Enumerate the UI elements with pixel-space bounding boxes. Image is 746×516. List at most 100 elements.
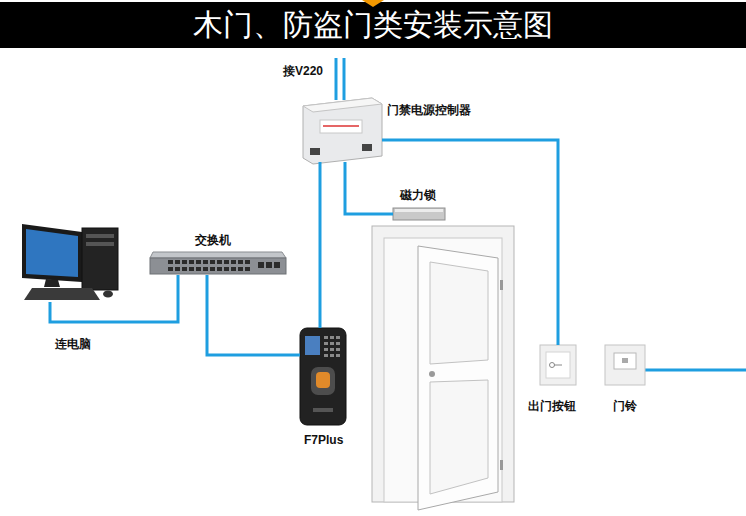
switch-figure — [189, 267, 194, 271]
door-figure — [430, 262, 488, 364]
computer-figure — [22, 224, 82, 282]
exit-button-figure — [540, 345, 576, 385]
fingerprint-terminal-figure — [336, 354, 340, 357]
device-label: 门禁电源控制器 — [387, 103, 471, 117]
computer-figure — [22, 224, 118, 300]
power-wires — [336, 58, 344, 100]
power-controller-figure — [320, 120, 362, 133]
switch-figure — [210, 267, 215, 271]
switch-figure — [196, 267, 201, 271]
fingerprint-terminal-figure — [330, 354, 334, 357]
switch-figure — [182, 267, 187, 271]
door-bell: 门铃 — [605, 345, 645, 385]
bell-wire — [645, 369, 746, 372]
blue-wire — [207, 275, 300, 355]
network-switch: 交换机 — [150, 254, 286, 275]
switch-figure — [258, 262, 264, 268]
blue-wire — [382, 140, 558, 345]
computer-figure — [26, 229, 78, 277]
power-controller-figure — [303, 98, 382, 164]
switch-figure — [245, 267, 250, 271]
magnetic-lock-figure — [395, 209, 443, 212]
fingerprint-terminal-figure — [336, 348, 340, 351]
door-bell-figure — [622, 358, 628, 363]
fingerprint-terminal-figure — [300, 328, 346, 425]
magnetic-lock-figure — [393, 208, 445, 220]
power-wires — [335, 58, 338, 100]
switch-figure — [150, 252, 286, 274]
power-wires — [343, 58, 346, 100]
power-controller-figure — [303, 98, 382, 164]
computer-figure — [86, 234, 114, 238]
fingerprint-terminal-figure — [330, 342, 334, 345]
switch-figure — [231, 267, 236, 271]
fingerprint-terminal-figure — [336, 336, 340, 339]
switch-figure — [231, 260, 236, 264]
power-controller-figure — [362, 144, 372, 151]
switch-figure — [203, 260, 208, 264]
device-label: F7Plus — [304, 433, 343, 447]
power-controller-figure — [310, 148, 320, 155]
switch-figure — [203, 267, 208, 271]
bell-wire — [645, 370, 746, 371]
switch-figure — [182, 260, 187, 264]
device-label: 磁力锁 — [400, 188, 436, 202]
power-controller-figure — [303, 98, 382, 112]
fingerprint-terminal-figure — [324, 348, 328, 351]
switch-figure — [150, 258, 286, 274]
switch-figure — [245, 260, 250, 264]
door-bell-figure — [614, 353, 636, 369]
door-figure — [372, 226, 514, 510]
switch-figure — [224, 267, 229, 271]
switch-figure — [168, 260, 280, 271]
computer: 连电脑 — [18, 220, 120, 302]
fingerprint-terminal-figure — [324, 342, 328, 345]
switch-figure — [217, 260, 222, 264]
fingerprint-terminal-figure — [324, 354, 328, 357]
power-label: 接V220 — [283, 64, 323, 78]
fingerprint-terminal-figure — [324, 336, 340, 357]
fingerprint-terminal-figure — [305, 336, 320, 355]
computer-figure — [44, 279, 60, 287]
fingerprint-terminal-figure — [300, 328, 346, 425]
power-controller-figure — [323, 125, 359, 127]
switch-figure — [217, 267, 222, 271]
fingerprint-terminal-figure — [316, 372, 330, 388]
exit-button-figure — [550, 363, 555, 368]
switch-figure — [238, 260, 243, 264]
door-figure — [500, 280, 503, 290]
blue-wire — [345, 162, 393, 214]
switch-figure — [210, 260, 215, 264]
switch-figure — [168, 260, 173, 264]
fingerprint-terminal-figure — [330, 348, 334, 351]
exit-button-figure — [540, 345, 576, 385]
diagram-title: 木门、防盗门类安装示意图 — [0, 2, 746, 48]
exit-button: 出门按钮 — [540, 345, 576, 385]
switch-figure — [238, 267, 243, 271]
door-figure — [430, 380, 488, 494]
device-label: 连电脑 — [55, 337, 91, 351]
computer-figure — [103, 291, 113, 298]
fingerprint-terminal-figure — [313, 408, 333, 412]
magnetic-lock: 磁力锁 — [393, 208, 445, 220]
title-bar — [0, 0, 746, 48]
exit-button-figure — [546, 352, 570, 378]
switch-figure — [175, 267, 180, 271]
device-label: 门铃 — [613, 399, 637, 413]
door-figure — [429, 371, 435, 377]
switch-figure — [196, 260, 201, 264]
door-bell-figure — [605, 345, 645, 385]
blue-wire — [319, 162, 322, 328]
switch-figure — [266, 262, 272, 268]
blue-wire — [50, 275, 178, 322]
fingerprint-terminal: F7Plus — [300, 328, 346, 425]
switch-figure — [175, 260, 180, 264]
device-label: 交换机 — [195, 233, 231, 247]
title-bar — [0, 2, 746, 48]
fingerprint-terminal-figure — [336, 342, 340, 345]
switch-figure — [224, 260, 229, 264]
exit-button-figure — [554, 365, 562, 366]
